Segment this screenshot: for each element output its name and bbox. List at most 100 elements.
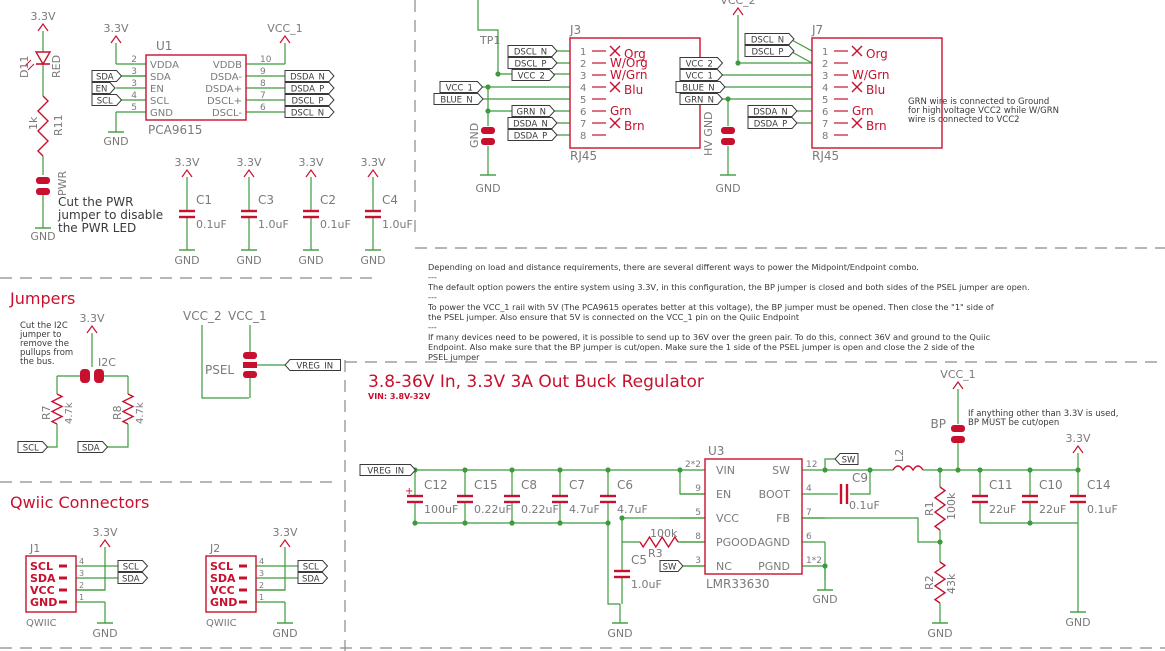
power-label: VCC_1 <box>940 368 975 381</box>
u3-pin-name: VCC <box>716 512 739 525</box>
dsda-n-flag-text: DSDA_N <box>290 73 325 83</box>
r1-ref: R1 <box>923 501 936 516</box>
qwiic-pin-number: 4 <box>259 557 264 566</box>
note-line: If many devices need to be powered, it i… <box>428 332 991 342</box>
gnd-label: GND <box>607 627 632 640</box>
j7-vcc2-flag-text: VCC_2 <box>686 60 713 70</box>
wire <box>607 523 620 605</box>
junction-dot <box>462 520 468 526</box>
qwiic-title: Qwiic Connectors <box>10 493 149 512</box>
u1-pin-name: DSDA- <box>210 72 242 83</box>
j3-wire-color: Blu <box>624 83 643 97</box>
bp-label: BP <box>931 417 946 431</box>
j3-part: RJ45 <box>570 149 597 163</box>
j7-gnd-jumper-top <box>721 127 735 134</box>
r2-value: 43k <box>945 573 958 594</box>
j3-grn-n-flag <box>511 105 556 117</box>
j3-blue-n-flag-text: BLUE_N <box>440 96 472 106</box>
u3-pin-number: 4 <box>806 484 812 494</box>
j3-wire-color: W/Org <box>610 56 648 70</box>
dscl-p-flag-text: DSCL_P <box>292 97 324 107</box>
output-cap-value: 0.1uF <box>1087 503 1118 516</box>
u1-pin-number: 10 <box>260 55 272 65</box>
j7-blue-n-flag-text: BLUE_N <box>682 84 714 94</box>
j7-cross <box>851 81 863 93</box>
wire <box>789 50 813 64</box>
output-cap-value: 22uF <box>1039 503 1066 516</box>
pwr-note-line: Cut the PWR <box>58 195 133 209</box>
power-arrow <box>110 34 122 44</box>
bp-jumper-bottom <box>951 436 965 443</box>
qwiic-pin-number: 3 <box>259 569 264 578</box>
input-cap-ref: C12 <box>424 478 448 492</box>
wire <box>679 470 705 495</box>
u3-part: LMR33630 <box>706 577 770 591</box>
junction-dot <box>557 520 563 526</box>
buck-vreg-in-flag-text: VREG_IN <box>367 467 404 477</box>
output-cap-ref: C11 <box>989 478 1013 492</box>
j3-wire-color: Brn <box>624 119 645 133</box>
u1-body <box>145 54 247 121</box>
power-arrow <box>732 6 744 16</box>
gnd-label: GND <box>927 627 952 640</box>
u3-pin-number: 9 <box>695 484 701 494</box>
scl-flag-text: SCL <box>97 97 113 107</box>
junction-dot <box>1027 520 1033 526</box>
output-cap-value: 22uF <box>989 503 1016 516</box>
decoupling-cap-value: 1.0uF <box>258 218 289 231</box>
junction-dot <box>725 96 731 102</box>
qwiic-pin-name: GND <box>30 596 57 609</box>
u3-pin-number: 12 <box>806 460 817 470</box>
jumper-sda-flag <box>77 441 109 453</box>
j3-dscl-p-flag <box>507 57 558 69</box>
j3-grn-n-flag-text: GRN_N <box>517 108 546 118</box>
j3-gnd-jumper-top <box>481 127 495 134</box>
u3-pin-number: 3 <box>695 556 701 566</box>
gnd-label: GND <box>30 230 55 243</box>
parts: + <box>17 6 1086 624</box>
qwiic-scl-flag <box>117 560 149 572</box>
u1-pin-name: DSDA+ <box>205 84 242 95</box>
junction-dot <box>509 520 515 526</box>
psel-jumper-mid <box>243 362 257 368</box>
j7-ref: J7 <box>811 23 823 37</box>
gnd-label: GND <box>92 627 117 640</box>
qwiic-ref: J1 <box>29 542 40 555</box>
pwr-jumper-top <box>36 177 50 184</box>
buck-sw-flag-text: SW <box>663 563 677 573</box>
qwiic-scl-flag-text: SCL <box>303 563 319 573</box>
r1-value: 100k <box>945 492 958 520</box>
input-cap-value: 100uF <box>424 503 458 516</box>
j3-pin-number: 1 <box>580 47 586 58</box>
u1-pin-name: VDDA <box>150 60 179 71</box>
i2c-note-line: jumper to <box>19 330 61 340</box>
u3-pin-name: PGND <box>758 560 790 573</box>
qwiic-pin-name: SDA <box>30 572 56 585</box>
dscl-n-flag-text: DSCL_N <box>291 109 324 119</box>
input-cap-value: 0.22uF <box>474 503 512 516</box>
r11-ref: R11 <box>52 114 65 136</box>
sda-flag-text: SDA <box>96 73 114 83</box>
led-ray <box>24 59 32 67</box>
u1-pin-number: 8 <box>260 79 266 89</box>
buck-title: 3.8-36V In, 3.3V 3A Out Buck Regulator <box>368 372 704 392</box>
u1-pin-number: 6 <box>260 103 266 113</box>
power-label: 3.3V <box>236 156 261 169</box>
j7-note-line: GRN wire is connected to Ground <box>908 97 1049 107</box>
input-cap-ref: C6 <box>617 478 633 492</box>
junction-dot <box>677 467 683 473</box>
buck-subtitle: VIN: 3.8V-32V <box>368 392 431 401</box>
led-ray <box>27 63 35 71</box>
note-line: PSEL jumper <box>428 352 480 362</box>
junction-dot <box>937 467 943 473</box>
jumper-sda-flag-text: SDA <box>82 444 100 454</box>
junction-dot <box>735 60 741 66</box>
j7-dscl-p-flag-text: DSCL_P <box>752 48 784 58</box>
dsda-p-flag-text: DSDA_P <box>291 85 325 95</box>
gnd-label: GND <box>475 182 500 195</box>
wire <box>824 458 835 470</box>
gnd-label: GND <box>360 254 385 267</box>
u3-pin-number: 1*2 <box>806 556 822 566</box>
u1-pin-name: GND <box>150 108 173 119</box>
j7-dscl-p-flag <box>744 45 795 57</box>
